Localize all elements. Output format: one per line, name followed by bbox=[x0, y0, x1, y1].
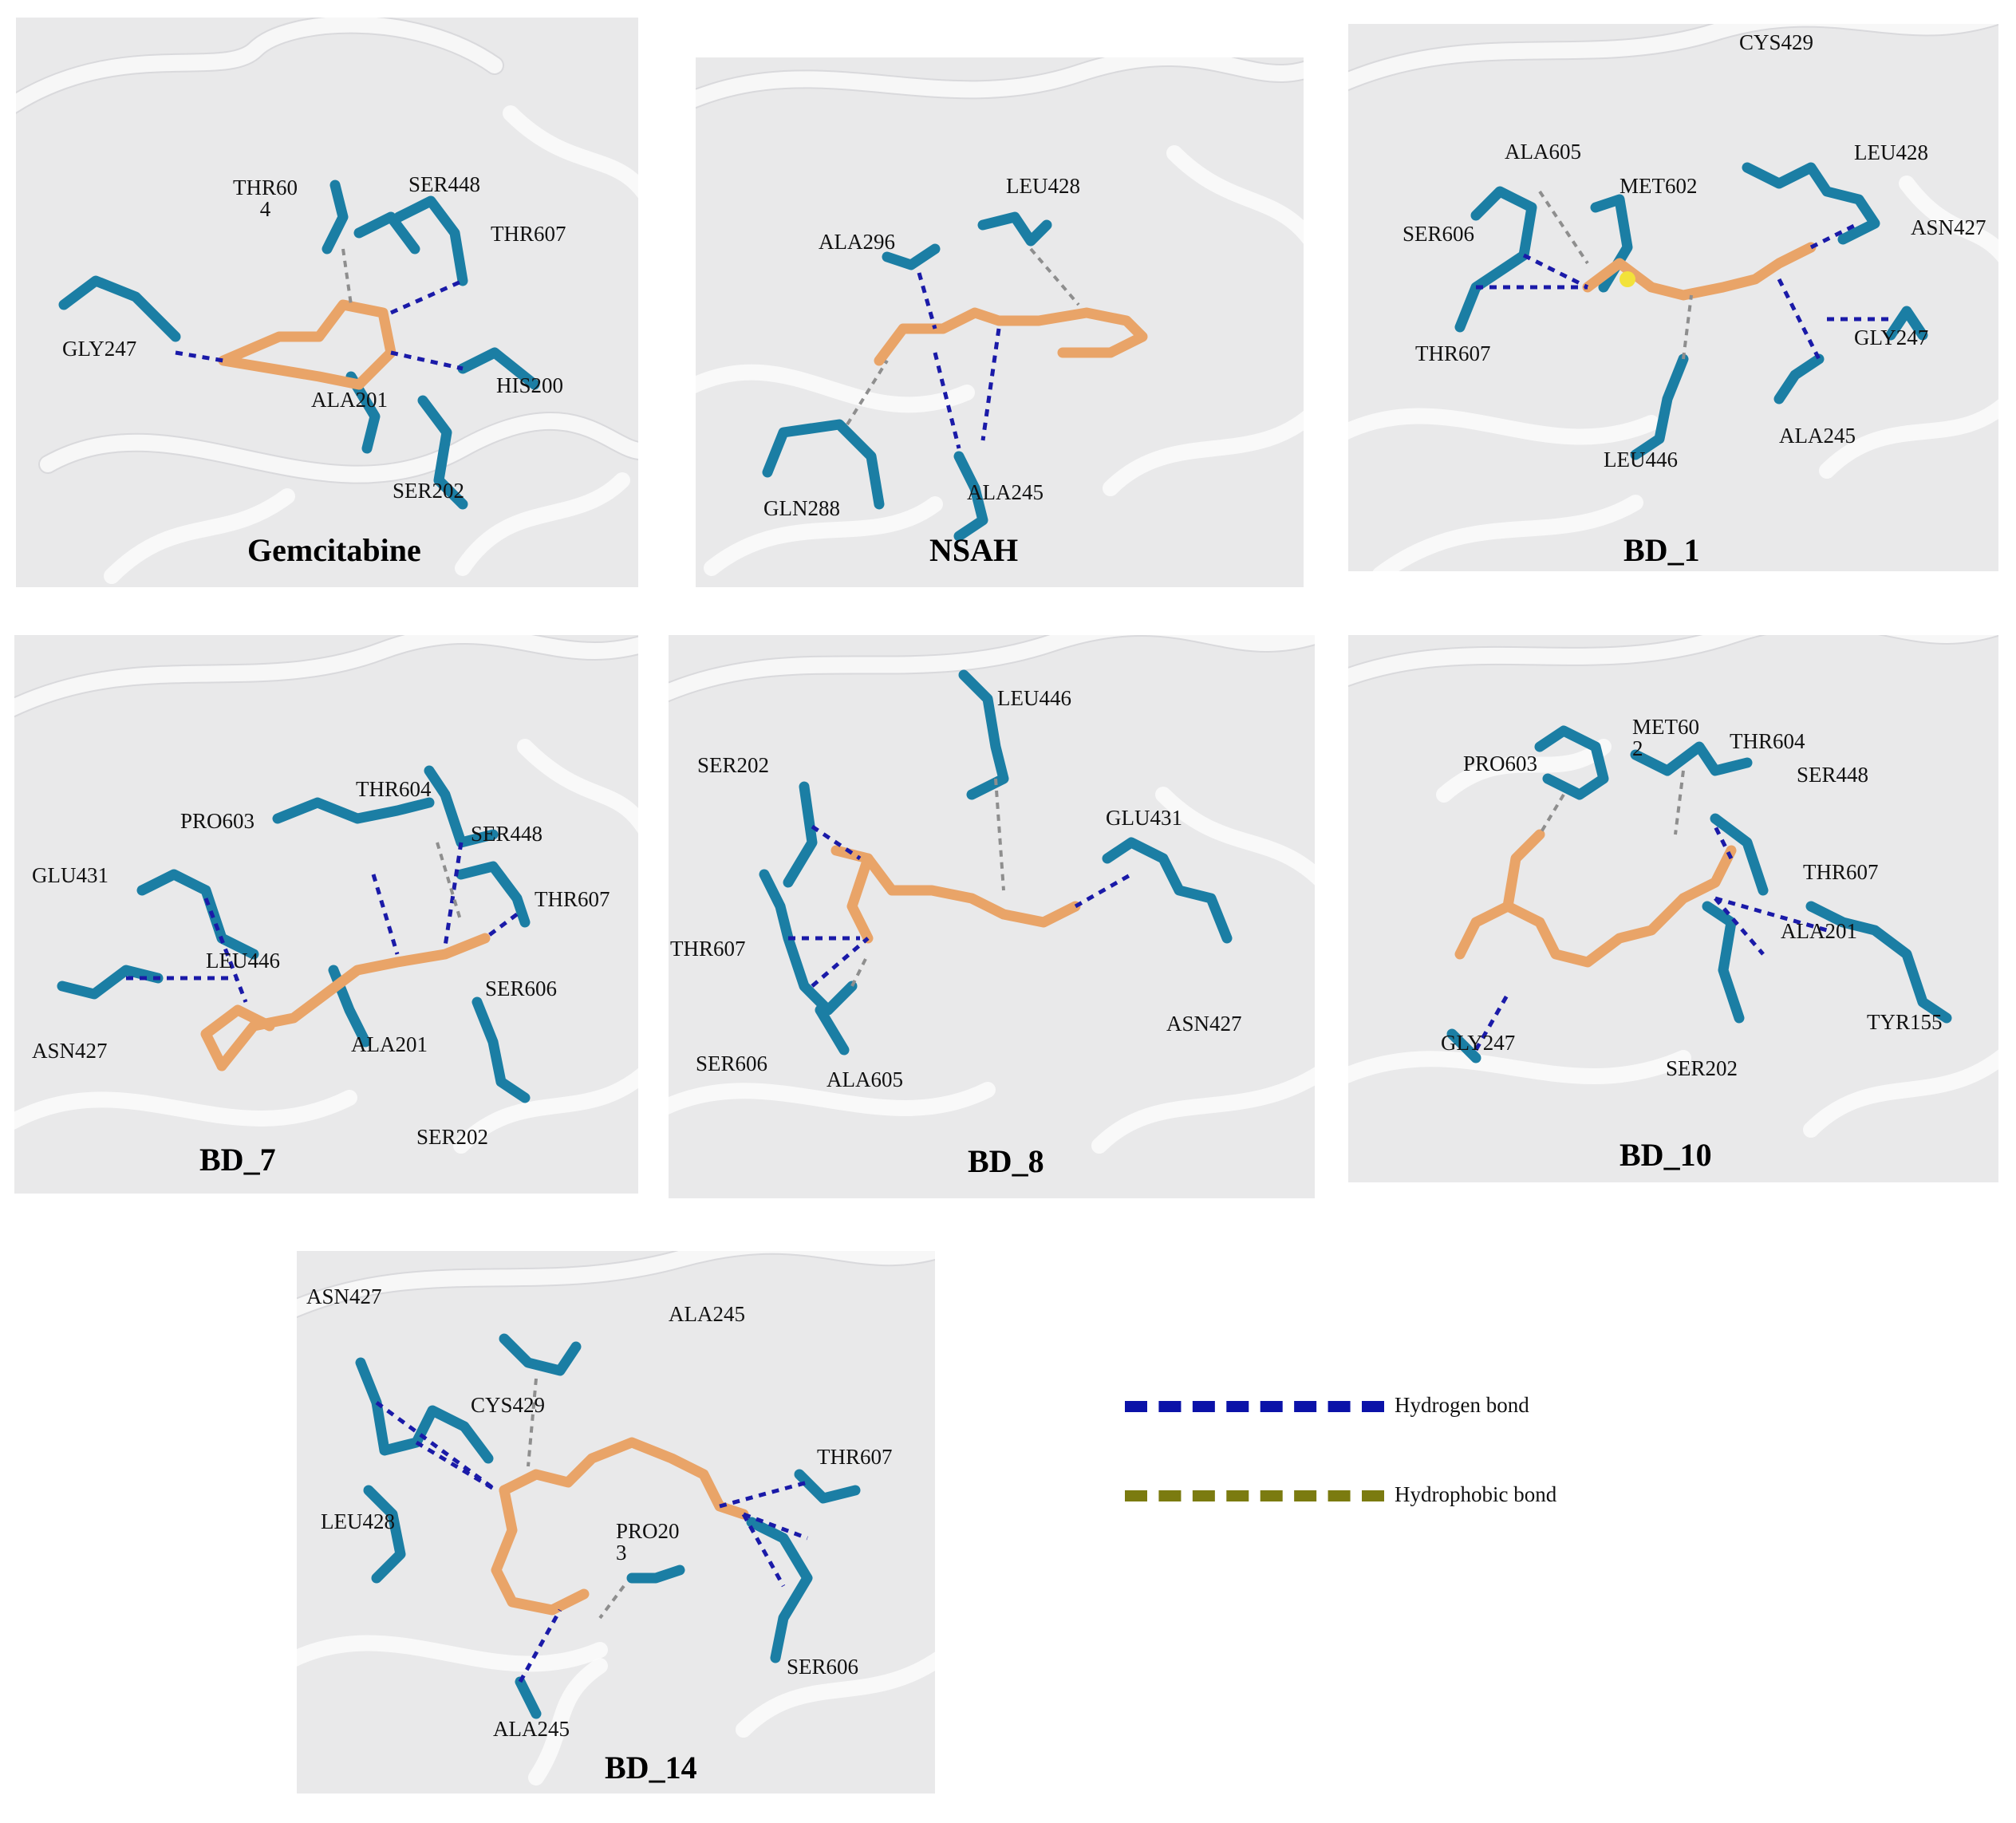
residue-label: ALA245 bbox=[967, 480, 1044, 504]
panel-bd-8: LEU446 SER202 GLU431 THR607 ASN427 SER60… bbox=[669, 635, 1315, 1198]
residue-label: GLN288 bbox=[763, 496, 840, 520]
residue-label: LEU428 bbox=[321, 1509, 395, 1533]
panel-gemcitabine: THR60 4 SER448 THR607 GLY247 HIS200 ALA2… bbox=[16, 18, 638, 587]
residue-label: SER448 bbox=[471, 822, 543, 846]
residue-label: THR607 bbox=[1415, 341, 1491, 365]
residue-label: ALA245 bbox=[669, 1302, 745, 1326]
residue-label: LEU428 bbox=[1006, 174, 1080, 198]
residue-label: GLU431 bbox=[32, 863, 108, 887]
panel-bd-7: THR604 PRO603 SER448 GLU431 THR607 LEU44… bbox=[14, 635, 638, 1194]
residue-label: THR607 bbox=[491, 222, 566, 246]
protein-cartoon-image bbox=[1348, 635, 1998, 1138]
residue-label: ALA201 bbox=[351, 1032, 428, 1056]
panel-title: NSAH bbox=[929, 532, 1019, 568]
panel-title: BD_8 bbox=[968, 1143, 1044, 1179]
residue-label: ASN427 bbox=[306, 1284, 382, 1308]
hydrophobic-bond-label: Hydrophobic bond bbox=[1395, 1482, 1557, 1506]
residue-label: LEU446 bbox=[1604, 448, 1678, 472]
residue-label: GLY247 bbox=[1441, 1031, 1516, 1055]
residue-label: CYS429 bbox=[1739, 30, 1814, 54]
residue-label: CYS429 bbox=[471, 1393, 546, 1417]
hydrogen-bond-label: Hydrogen bond bbox=[1395, 1393, 1529, 1417]
residue-label: PRO20 3 bbox=[616, 1519, 680, 1565]
residue-label: SER606 bbox=[696, 1052, 768, 1075]
residue-label: ASN427 bbox=[1911, 215, 1986, 239]
residue-label: TYR155 bbox=[1867, 1010, 1943, 1034]
residue-label: LEU446 bbox=[997, 686, 1071, 710]
protein-cartoon-image bbox=[16, 18, 638, 584]
residue-label: ALA296 bbox=[819, 230, 895, 254]
panel-bd-10: MET60 2 PRO603 THR604 SER448 THR607 ALA2… bbox=[1348, 635, 1998, 1182]
panel-nsah: LEU428 ALA296 GLN288 ALA245 NSAH bbox=[696, 57, 1304, 587]
residue-label: PRO603 bbox=[1463, 752, 1538, 775]
residue-label: SER606 bbox=[485, 977, 558, 1000]
residue-label: ALA605 bbox=[827, 1067, 903, 1091]
residue-label: MET60 2 bbox=[1632, 715, 1699, 760]
residue-label: ALA201 bbox=[311, 388, 388, 412]
residue-label: THR607 bbox=[670, 937, 746, 961]
residue-label: SER448 bbox=[1797, 763, 1869, 787]
residue-label: SER202 bbox=[393, 479, 465, 503]
protein-cartoon-image bbox=[696, 57, 1304, 576]
panel-title: BD_7 bbox=[199, 1142, 276, 1178]
residue-label: ALA201 bbox=[1781, 919, 1857, 943]
residue-label: LEU446 bbox=[206, 949, 280, 973]
residue-label: SER202 bbox=[1666, 1056, 1738, 1080]
residue-label: THR604 bbox=[356, 777, 432, 801]
residue-label: THR607 bbox=[1803, 860, 1879, 884]
residue-label: SER202 bbox=[416, 1125, 489, 1149]
residue-label: THR60 4 bbox=[233, 176, 298, 221]
residue-label: ALA245 bbox=[493, 1717, 570, 1741]
residue-label: THR607 bbox=[817, 1445, 893, 1469]
panel-title: BD_1 bbox=[1623, 532, 1700, 568]
protein-cartoon-image bbox=[1348, 24, 1998, 571]
hydrophobic-bond-swatch bbox=[1125, 1490, 1384, 1501]
residue-label: THR607 bbox=[535, 887, 610, 911]
residue-label: GLY247 bbox=[62, 337, 137, 361]
panel-bd-1: CYS429 ALA605 MET602 LEU428 SER606 ASN42… bbox=[1348, 24, 1998, 571]
residue-label: ASN427 bbox=[32, 1039, 108, 1063]
residue-label: SER606 bbox=[1403, 222, 1475, 246]
residue-label: LEU428 bbox=[1854, 140, 1928, 164]
residue-label: SER448 bbox=[408, 172, 481, 196]
protein-cartoon-image bbox=[669, 635, 1315, 1154]
panel-title: Gemcitabine bbox=[247, 532, 421, 568]
protein-cartoon-image bbox=[14, 635, 638, 1154]
panel-bd-14: ASN427 ALA245 CYS429 THR607 LEU428 PRO20… bbox=[297, 1251, 935, 1793]
residue-label: MET602 bbox=[1620, 174, 1698, 198]
residue-label: GLY247 bbox=[1854, 326, 1929, 349]
residue-label: THR604 bbox=[1730, 729, 1805, 753]
residue-label: HIS200 bbox=[496, 373, 564, 397]
residue-label: ALA245 bbox=[1779, 424, 1856, 448]
protein-cartoon-image bbox=[297, 1251, 935, 1786]
hydrogen-bond-swatch bbox=[1125, 1401, 1384, 1412]
residue-label: GLU431 bbox=[1106, 806, 1182, 830]
panel-title: BD_14 bbox=[605, 1750, 697, 1786]
residue-label: SER606 bbox=[787, 1655, 859, 1679]
residue-label: ALA605 bbox=[1505, 140, 1581, 164]
panel-title: BD_10 bbox=[1620, 1137, 1712, 1173]
residue-label: SER202 bbox=[697, 753, 770, 777]
residue-label: ASN427 bbox=[1166, 1012, 1242, 1036]
residue-label: PRO603 bbox=[180, 809, 255, 833]
